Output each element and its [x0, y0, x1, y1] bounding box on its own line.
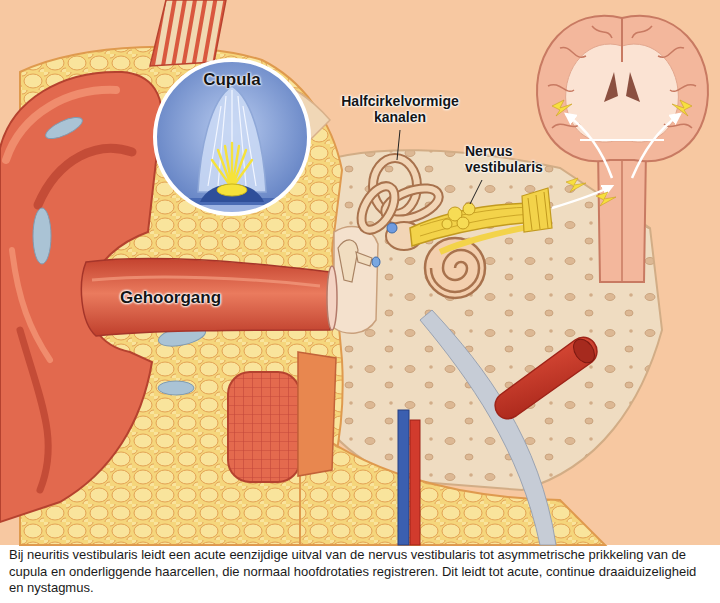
brain-fissure	[621, 18, 623, 62]
part-label: Halfcirkelvormige kanalen	[339, 94, 461, 125]
muscle	[298, 352, 336, 476]
skin-layers	[150, 0, 226, 66]
ganglion	[457, 217, 469, 229]
ligament-band	[420, 310, 556, 545]
nerve-stump	[522, 188, 552, 232]
signal-spark	[566, 178, 586, 192]
gland	[43, 113, 85, 143]
cerebrum	[537, 16, 708, 161]
nerve-fibers	[528, 192, 548, 230]
ossicle	[356, 252, 372, 266]
temporal-bone	[298, 150, 662, 490]
brainstem-midline	[621, 160, 623, 282]
inset-background	[154, 59, 310, 215]
hair-cells	[212, 143, 252, 188]
vein	[398, 410, 409, 545]
signal-arrow	[566, 114, 612, 178]
leader-line	[470, 180, 482, 204]
ear-canal	[81, 259, 330, 336]
inset-circle: Cupula	[154, 59, 310, 215]
canal-highlight	[92, 277, 320, 286]
semicircular-canal	[355, 181, 402, 236]
signal-spark	[552, 100, 572, 116]
gland	[158, 381, 194, 395]
signal-line	[580, 139, 664, 141]
ventricle	[604, 72, 618, 102]
leader-line	[397, 130, 400, 160]
signal-spark	[596, 192, 616, 206]
signal-arrow	[632, 114, 680, 178]
inset-border	[155, 60, 309, 214]
gland	[33, 208, 51, 264]
ganglion	[463, 203, 475, 215]
antihelix-fold	[38, 148, 132, 205]
artery	[410, 420, 420, 545]
middle-ear	[334, 227, 378, 334]
muscle	[228, 372, 300, 482]
cochlear-nerve	[440, 226, 534, 252]
fatty-tissue	[300, 420, 605, 545]
auricle-highlight	[12, 250, 50, 360]
signal-spark	[672, 100, 692, 116]
caption-background	[0, 545, 720, 603]
hair-cell-base	[217, 184, 247, 196]
cochlea-spiral	[431, 250, 479, 292]
part-label: Nervus vestibularis	[465, 144, 557, 175]
ganglion	[442, 219, 452, 229]
brainstem	[598, 150, 646, 282]
ventricle	[626, 72, 640, 102]
ossicle	[338, 240, 358, 282]
ampulla	[387, 223, 397, 233]
gyri	[548, 26, 696, 128]
part-label: Cupula	[154, 71, 310, 90]
eardrum	[327, 266, 337, 330]
oval-window	[372, 257, 380, 267]
semicircular-canal	[355, 181, 402, 236]
part-label: Gehoorgang	[120, 288, 250, 307]
nerve-fibers	[420, 207, 532, 236]
crista	[200, 184, 264, 202]
cupula-gel	[198, 86, 266, 192]
caption: Bij neuritis vestibularis leidt een acut…	[9, 547, 713, 597]
artery-lumen	[569, 335, 599, 367]
background	[0, 0, 720, 545]
